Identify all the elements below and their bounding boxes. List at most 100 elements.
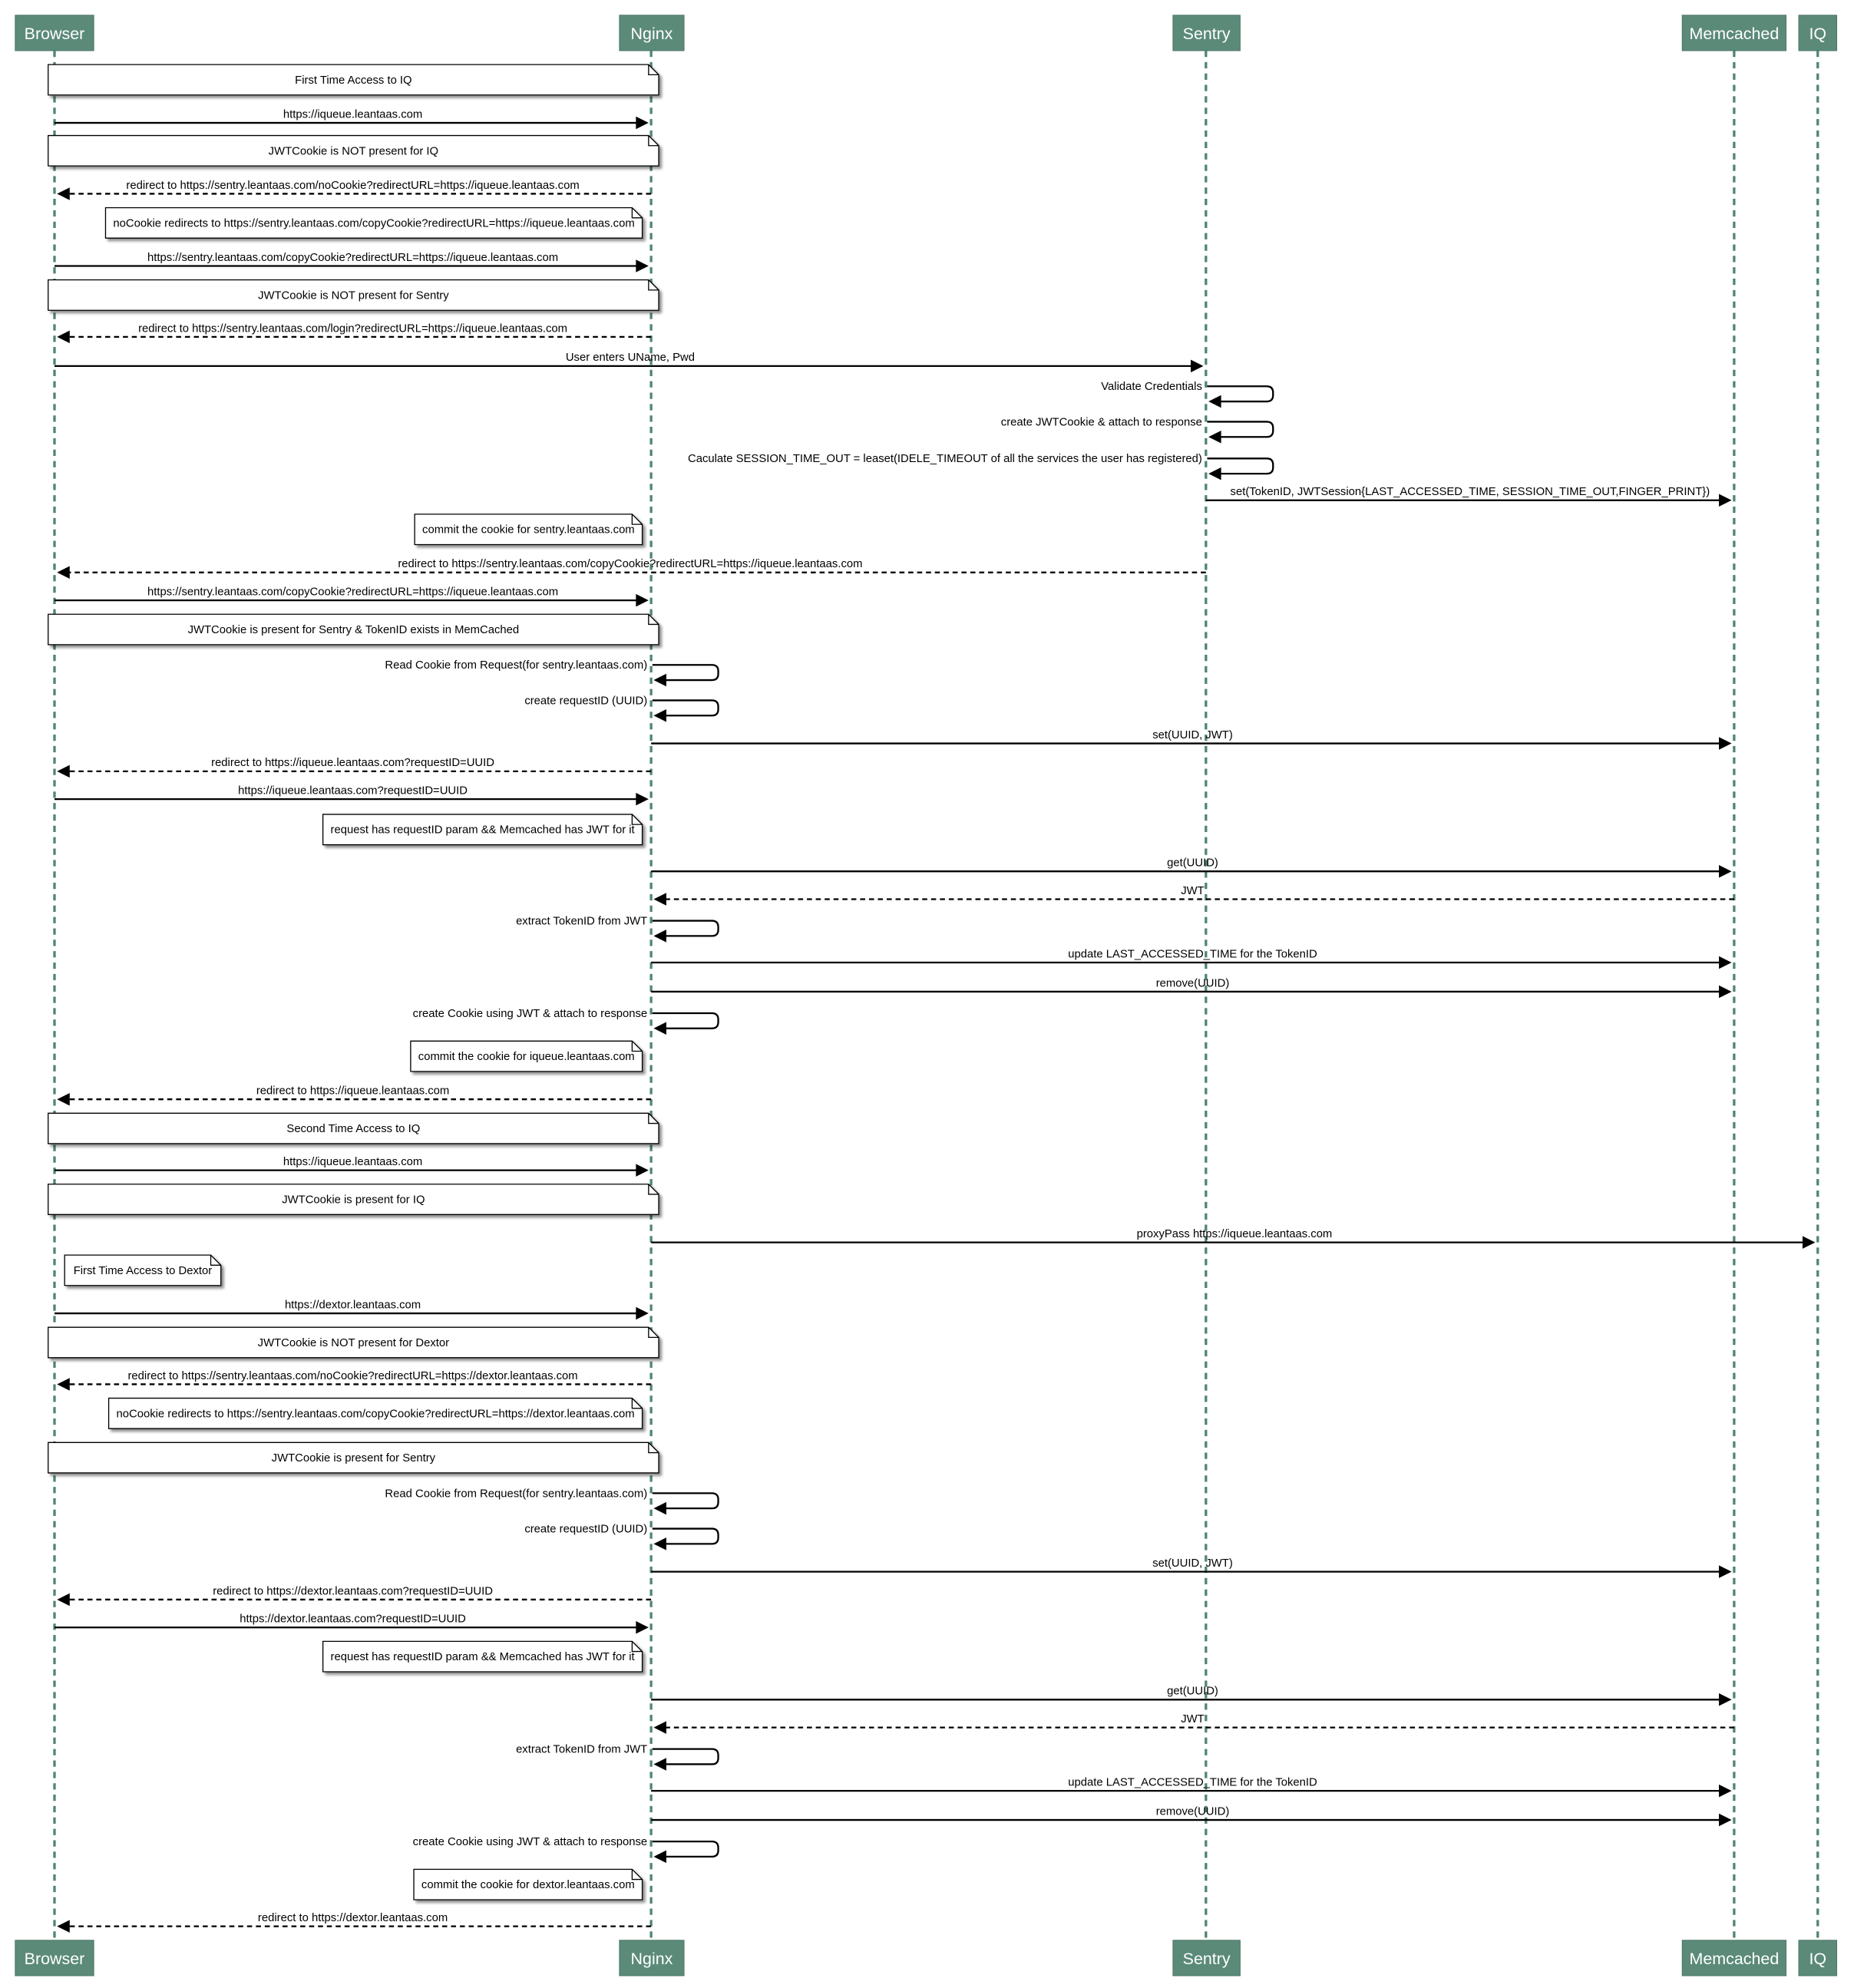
participant-headers: BrowserBrowserNginxNginxSentrySentryMemc… <box>15 15 1838 1976</box>
note-fold <box>648 1327 659 1339</box>
message-label: redirect to https://iqueue.leantaas.com <box>256 1085 449 1098</box>
note-text: JWTCookie is present for IQ <box>282 1194 425 1206</box>
note: First Time Access to IQ <box>48 64 659 96</box>
note-text: JWTCookie is NOT present for IQ <box>269 145 438 157</box>
message-label: create requestID (UUID) <box>524 695 647 707</box>
arrowhead-icon <box>653 1850 666 1864</box>
participant-label: IQ <box>1809 25 1826 43</box>
arrowhead-icon <box>636 792 649 806</box>
note-fold <box>648 135 659 147</box>
reply-arrow: redirect to https://sentry.leantaas.com/… <box>57 558 1206 580</box>
message-arrow: https://iqueue.leantaas.com <box>54 108 649 130</box>
participant-nginx-header[interactable]: Nginx <box>619 15 685 51</box>
message-label: extract TokenID from JWT <box>516 915 647 927</box>
note: JWTCookie is NOT present for Dextor <box>48 1326 659 1359</box>
message-arrow: update LAST_ACCESSED_TIME for the TokenI… <box>651 948 1732 969</box>
participant-browser-header[interactable]: Browser <box>15 15 94 51</box>
message-label: extract TokenID from JWT <box>516 1744 647 1756</box>
self-message: create requestID (UUID) <box>524 695 719 722</box>
note-text: First Time Access to IQ <box>295 74 411 87</box>
reply-arrow: redirect to https://dextor.leantaas.com?… <box>57 1585 652 1607</box>
arrowhead-icon <box>1191 359 1204 373</box>
note: Second Time Access to IQ <box>48 1112 659 1144</box>
note-text: JWTCookie is NOT present for Sentry <box>258 289 449 302</box>
note-text: commit the cookie for sentry.leantaas.co… <box>422 524 635 537</box>
note-box <box>48 613 659 646</box>
message-arrow: remove(UUID) <box>651 977 1732 999</box>
participant-nginx-footer[interactable]: Nginx <box>619 1940 685 1976</box>
participant-box <box>619 15 685 51</box>
message-arrow: https://dextor.leantaas.com?requestID=UU… <box>54 1613 649 1634</box>
self-message-line <box>652 664 719 682</box>
self-message: create Cookie using JWT & attach to resp… <box>413 1836 719 1864</box>
participant-memcached-header[interactable]: Memcached <box>1681 15 1787 51</box>
arrowhead-icon <box>57 1593 70 1607</box>
participant-label: Browser <box>25 1950 85 1968</box>
note-box <box>107 1397 643 1429</box>
note-fold <box>648 1113 659 1124</box>
message-label: redirect to https://sentry.leantaas.com/… <box>126 180 579 192</box>
note: request has requestID param && Memcached… <box>322 814 643 846</box>
arrowhead-icon <box>1719 737 1732 750</box>
message-label: redirect to https://dextor.leantaas.com <box>258 1912 448 1924</box>
self-message: Read Cookie from Request(for sentry.lean… <box>385 659 719 687</box>
message-arrow: set(UUID, JWT) <box>651 729 1732 750</box>
arrowhead-icon <box>653 893 666 906</box>
note-fold <box>648 64 659 76</box>
note-box <box>48 1184 659 1216</box>
message-label: redirect to https://dextor.leantaas.com?… <box>213 1585 493 1597</box>
note-box <box>413 1868 643 1900</box>
self-message: extract TokenID from JWT <box>516 1744 719 1771</box>
note: request has requestID param && Memcached… <box>322 1640 643 1673</box>
participant-memcached-footer[interactable]: Memcached <box>1681 1940 1787 1976</box>
participant-iq-header[interactable]: IQ <box>1798 15 1838 51</box>
arrowhead-icon <box>57 187 70 200</box>
message-label: Read Cookie from Request(for sentry.lean… <box>385 659 647 672</box>
reply-arrow: redirect to https://sentry.leantaas.com/… <box>57 322 652 344</box>
arrowhead-icon <box>636 259 649 272</box>
self-message-line <box>652 1748 719 1765</box>
arrowhead-icon <box>653 1758 666 1771</box>
arrowhead-icon <box>653 1537 666 1550</box>
arrowhead-icon <box>57 764 70 778</box>
note-text: noCookie redirects to https://sentry.lea… <box>117 1408 635 1420</box>
message-arrow: https://iqueue.leantaas.com <box>54 1156 649 1177</box>
note: JWTCookie is NOT present for Sentry <box>48 279 659 311</box>
arrowhead-icon <box>1719 985 1732 999</box>
self-message-line <box>652 1840 719 1858</box>
message-label: set(UUID, JWT) <box>1152 729 1233 741</box>
note-box <box>322 1640 643 1673</box>
note-text: request has requestID param && Memcached… <box>331 824 636 837</box>
self-message-line <box>1207 385 1274 403</box>
message-label: create Cookie using JWT & attach to resp… <box>413 1836 648 1848</box>
self-message: extract TokenID from JWT <box>516 915 719 943</box>
participant-box <box>15 15 94 51</box>
participant-iq-footer[interactable]: IQ <box>1798 1940 1838 1976</box>
self-message-line <box>652 1492 719 1510</box>
arrowhead-icon <box>653 673 666 687</box>
arrowhead-icon <box>1208 430 1221 444</box>
note-text: Second Time Access to IQ <box>286 1123 420 1135</box>
note: noCookie redirects to https://sentry.lea… <box>107 1397 643 1429</box>
message-label: https://dextor.leantaas.com?requestID=UU… <box>240 1613 466 1626</box>
participant-sentry-header[interactable]: Sentry <box>1172 15 1241 51</box>
participant-sentry-footer[interactable]: Sentry <box>1172 1940 1241 1976</box>
arrowhead-icon <box>636 1306 649 1320</box>
message-arrow: User enters UName, Pwd <box>54 352 1204 373</box>
message-label: Validate Credentials <box>1101 381 1202 393</box>
note: commit the cookie for iqueue.leantaas.co… <box>410 1040 643 1072</box>
self-message-line <box>1207 457 1274 475</box>
arrowhead-icon <box>1719 864 1732 878</box>
arrowhead-icon <box>1719 1813 1732 1827</box>
message-label: redirect to https://iqueue.leantaas.com?… <box>211 757 494 769</box>
arrowhead-icon <box>1802 1236 1816 1249</box>
participant-browser-footer[interactable]: Browser <box>15 1940 94 1976</box>
note-fold <box>631 1641 643 1653</box>
note-fold <box>648 614 659 626</box>
self-message: Caculate SESSION_TIME_OUT = leaset(IDELE… <box>688 453 1274 480</box>
note: noCookie redirects to https://sentry.lea… <box>104 206 643 239</box>
message-label: create JWTCookie & attach to response <box>1001 416 1202 428</box>
note-box <box>322 814 643 846</box>
events: First Time Access to IQ https://iqueue.le… <box>48 64 1816 1933</box>
note-box <box>48 64 659 96</box>
